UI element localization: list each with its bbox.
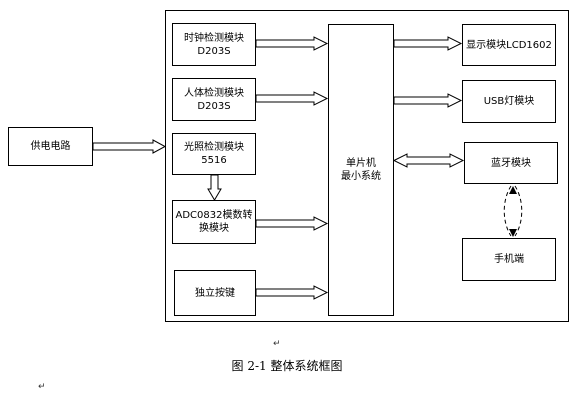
usb-light-block: USB灯模块 — [462, 80, 556, 123]
human-detection-label: 人体检测模块 D203S — [184, 87, 244, 112]
arrow-light-to-adc — [207, 174, 222, 201]
power-supply-label: 供电电路 — [30, 141, 71, 152]
phone-label: 手机端 — [494, 254, 524, 265]
bluetooth-label: 蓝牙模块 — [491, 157, 531, 169]
adc-label: ADC0832模数转 换模块 — [175, 210, 253, 234]
arrow-power-to-system — [92, 139, 167, 154]
light-detection-label: 光照检测模块 5516 — [184, 142, 244, 166]
bluetooth-block: 蓝牙模块 — [464, 142, 558, 184]
system-frame — [165, 10, 569, 322]
display-label: 显示模块LCD1602 — [466, 39, 552, 51]
key-label: 独立按键 — [195, 287, 235, 299]
human-detection-block: 人体检测模块 D203S — [172, 78, 256, 121]
arrow-key-to-mcu — [255, 285, 329, 300]
usb-light-label: USB灯模块 — [483, 96, 535, 107]
clock-detection-label: 时钟检测模块 D203S — [184, 32, 244, 57]
arrow-mcu-to-usb — [393, 93, 463, 108]
paragraph-mark: ↵ — [273, 339, 281, 349]
figure-caption: 图 2-1 整体系统框图 — [231, 359, 343, 373]
arrow-mcu-to-display — [393, 36, 463, 51]
wireless-arrowhead-bottom — [509, 229, 517, 237]
power-supply-block: 供电电路 — [8, 127, 93, 166]
key-block: 独立按键 — [174, 270, 256, 316]
wireless-arrowhead-top — [509, 186, 517, 194]
arrow-clock-to-mcu — [255, 36, 329, 51]
paragraph-mark-bottom: ↵ — [38, 382, 46, 392]
display-block: 显示模块LCD1602 — [462, 24, 556, 66]
phone-block: 手机端 — [462, 238, 556, 281]
clock-detection-block: 时钟检测模块 D203S — [172, 23, 256, 66]
arrow-adc-to-mcu — [255, 216, 329, 231]
mcu-label: 单片机 最小系统 — [341, 158, 381, 182]
light-detection-block: 光照检测模块 5516 — [172, 133, 256, 175]
arrow-human-to-mcu — [255, 91, 329, 106]
mcu-block: 单片机 最小系统 — [328, 24, 394, 316]
arrow-mcu-bluetooth-bidirectional — [392, 153, 465, 168]
